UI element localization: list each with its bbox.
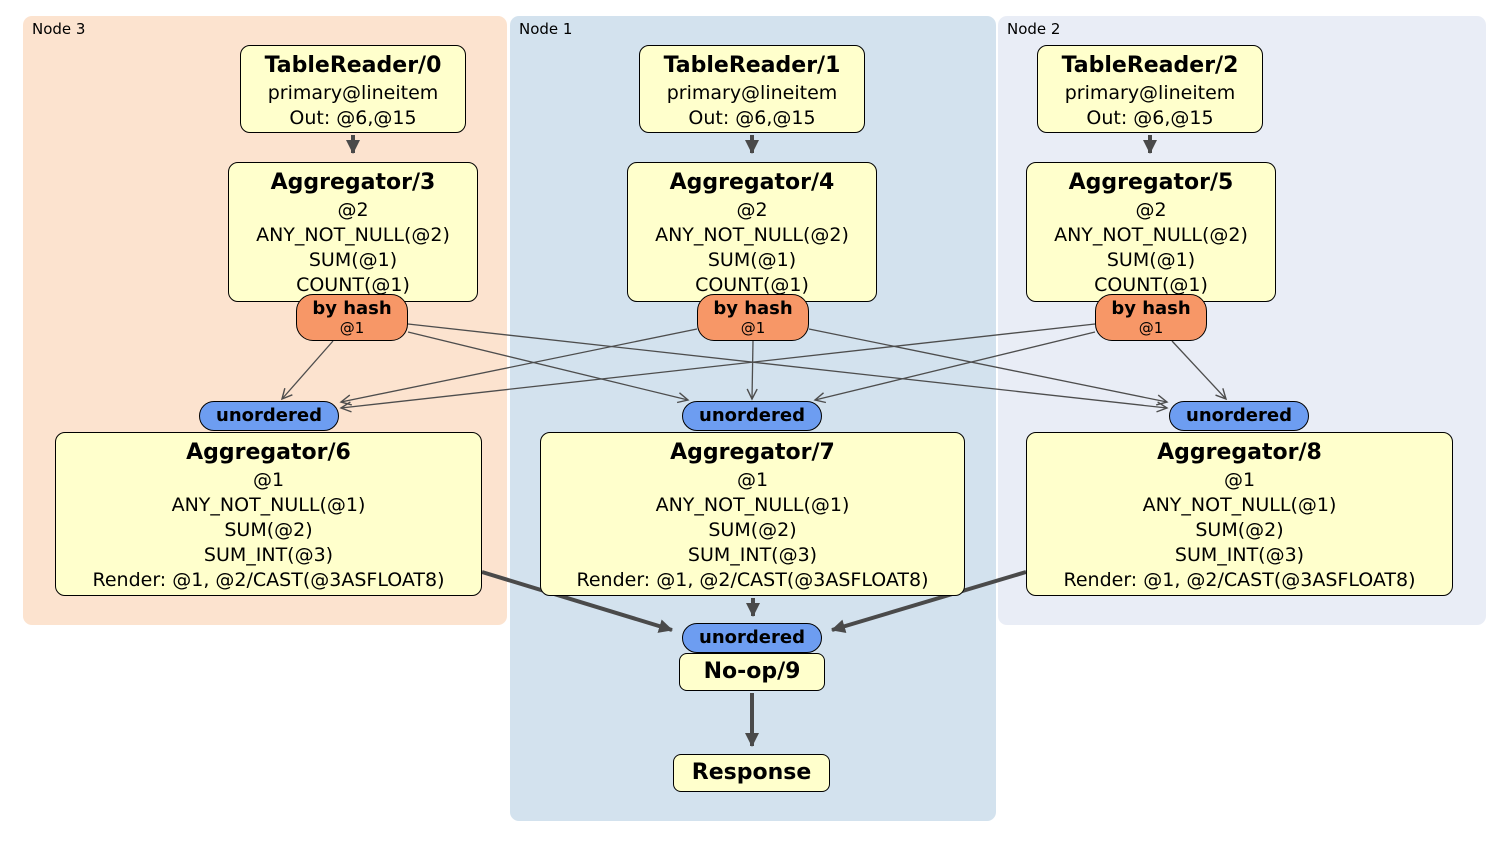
processor-aggregator-3: Aggregator/3 @2 ANY_NOT_NULL(@2) SUM(@1)… bbox=[228, 162, 478, 302]
processor-detail: @1 bbox=[736, 469, 769, 491]
processor-aggregator-6: Aggregator/6 @1 ANY_NOT_NULL(@1) SUM(@2)… bbox=[55, 432, 482, 596]
router-by-hash-node2: by hash @1 bbox=[1095, 294, 1207, 341]
router-hash-key: @1 bbox=[740, 319, 766, 337]
processor-title: Aggregator/5 bbox=[1068, 170, 1234, 195]
region-node-3-label: Node 3 bbox=[32, 20, 86, 38]
processor-detail: ANY_NOT_NULL(@2) bbox=[1054, 224, 1248, 246]
processor-detail: ANY_NOT_NULL(@1) bbox=[655, 494, 850, 516]
synchronizer-label: unordered bbox=[1186, 405, 1292, 426]
processor-detail: ANY_NOT_NULL(@2) bbox=[256, 224, 450, 246]
router-hash-key: @1 bbox=[1138, 319, 1164, 337]
region-node-2-label: Node 2 bbox=[1007, 20, 1061, 38]
processor-tablereader-0: TableReader/0 primary@lineitem Out: @6,@… bbox=[240, 45, 466, 133]
processor-detail: @1 bbox=[1223, 469, 1256, 491]
processor-detail: Out: @6,@15 bbox=[1086, 107, 1214, 129]
processor-response: Response bbox=[673, 754, 830, 792]
processor-detail: SUM_INT(@3) bbox=[687, 544, 818, 566]
processor-detail: SUM(@1) bbox=[707, 249, 797, 271]
processor-detail: COUNT(@1) bbox=[1094, 274, 1208, 296]
processor-detail: @2 bbox=[337, 199, 369, 221]
processor-aggregator-5: Aggregator/5 @2 ANY_NOT_NULL(@2) SUM(@1)… bbox=[1026, 162, 1276, 302]
processor-title: Response bbox=[691, 760, 812, 785]
processor-detail: SUM(@1) bbox=[308, 249, 398, 271]
processor-detail: ANY_NOT_NULL(@1) bbox=[171, 494, 366, 516]
processor-aggregator-8: Aggregator/8 @1 ANY_NOT_NULL(@1) SUM(@2)… bbox=[1026, 432, 1453, 596]
synchronizer-label: unordered bbox=[699, 627, 805, 648]
processor-detail: primary@lineitem bbox=[267, 82, 439, 104]
processor-detail: ANY_NOT_NULL(@1) bbox=[1142, 494, 1337, 516]
processor-title: TableReader/1 bbox=[663, 53, 841, 78]
processor-aggregator-7: Aggregator/7 @1 ANY_NOT_NULL(@1) SUM(@2)… bbox=[540, 432, 965, 596]
synchronizer-unordered-final: unordered bbox=[682, 623, 822, 653]
router-hash-key: @1 bbox=[339, 319, 365, 337]
processor-tablereader-1: TableReader/1 primary@lineitem Out: @6,@… bbox=[639, 45, 865, 133]
processor-title: Aggregator/8 bbox=[1157, 440, 1322, 465]
processor-detail: SUM(@2) bbox=[224, 519, 313, 541]
synchronizer-unordered-node2: unordered bbox=[1169, 401, 1309, 431]
processor-noop-9: No-op/9 bbox=[679, 653, 825, 691]
processor-detail: @2 bbox=[736, 199, 768, 221]
processor-detail: Render: @1, @2/CAST(@3ASFLOAT8) bbox=[92, 569, 445, 591]
processor-detail: SUM_INT(@3) bbox=[1174, 544, 1305, 566]
processor-title: Aggregator/4 bbox=[669, 170, 835, 195]
processor-title: Aggregator/7 bbox=[670, 440, 835, 465]
router-label: by hash bbox=[312, 298, 392, 319]
processor-detail: @2 bbox=[1135, 199, 1167, 221]
processor-title: TableReader/0 bbox=[264, 53, 442, 78]
processor-title: Aggregator/6 bbox=[186, 440, 351, 465]
router-by-hash-node3: by hash @1 bbox=[296, 294, 408, 341]
processor-tablereader-2: TableReader/2 primary@lineitem Out: @6,@… bbox=[1037, 45, 1263, 133]
processor-detail: Render: @1, @2/CAST(@3ASFLOAT8) bbox=[1063, 569, 1416, 591]
processor-detail: primary@lineitem bbox=[666, 82, 838, 104]
router-label: by hash bbox=[1111, 298, 1191, 319]
region-node-1-label: Node 1 bbox=[519, 20, 573, 38]
synchronizer-unordered-node1: unordered bbox=[682, 401, 822, 431]
processor-detail: Render: @1, @2/CAST(@3ASFLOAT8) bbox=[576, 569, 929, 591]
processor-aggregator-4: Aggregator/4 @2 ANY_NOT_NULL(@2) SUM(@1)… bbox=[627, 162, 877, 302]
processor-detail: SUM(@1) bbox=[1106, 249, 1196, 271]
processor-detail: COUNT(@1) bbox=[695, 274, 809, 296]
router-label: by hash bbox=[713, 298, 793, 319]
processor-title: Aggregator/3 bbox=[270, 170, 436, 195]
router-by-hash-node1: by hash @1 bbox=[697, 294, 809, 341]
processor-detail: primary@lineitem bbox=[1064, 82, 1236, 104]
processor-detail: Out: @6,@15 bbox=[289, 107, 417, 129]
processor-detail: SUM(@2) bbox=[1195, 519, 1284, 541]
processor-detail: SUM(@2) bbox=[708, 519, 797, 541]
processor-title: TableReader/2 bbox=[1061, 53, 1239, 78]
processor-title: No-op/9 bbox=[703, 659, 801, 684]
processor-detail: Out: @6,@15 bbox=[688, 107, 816, 129]
synchronizer-unordered-node3: unordered bbox=[199, 401, 339, 431]
synchronizer-label: unordered bbox=[699, 405, 805, 426]
processor-detail: @1 bbox=[252, 469, 285, 491]
processor-detail: COUNT(@1) bbox=[296, 274, 410, 296]
synchronizer-label: unordered bbox=[216, 405, 322, 426]
processor-detail: ANY_NOT_NULL(@2) bbox=[655, 224, 849, 246]
processor-detail: SUM_INT(@3) bbox=[203, 544, 334, 566]
